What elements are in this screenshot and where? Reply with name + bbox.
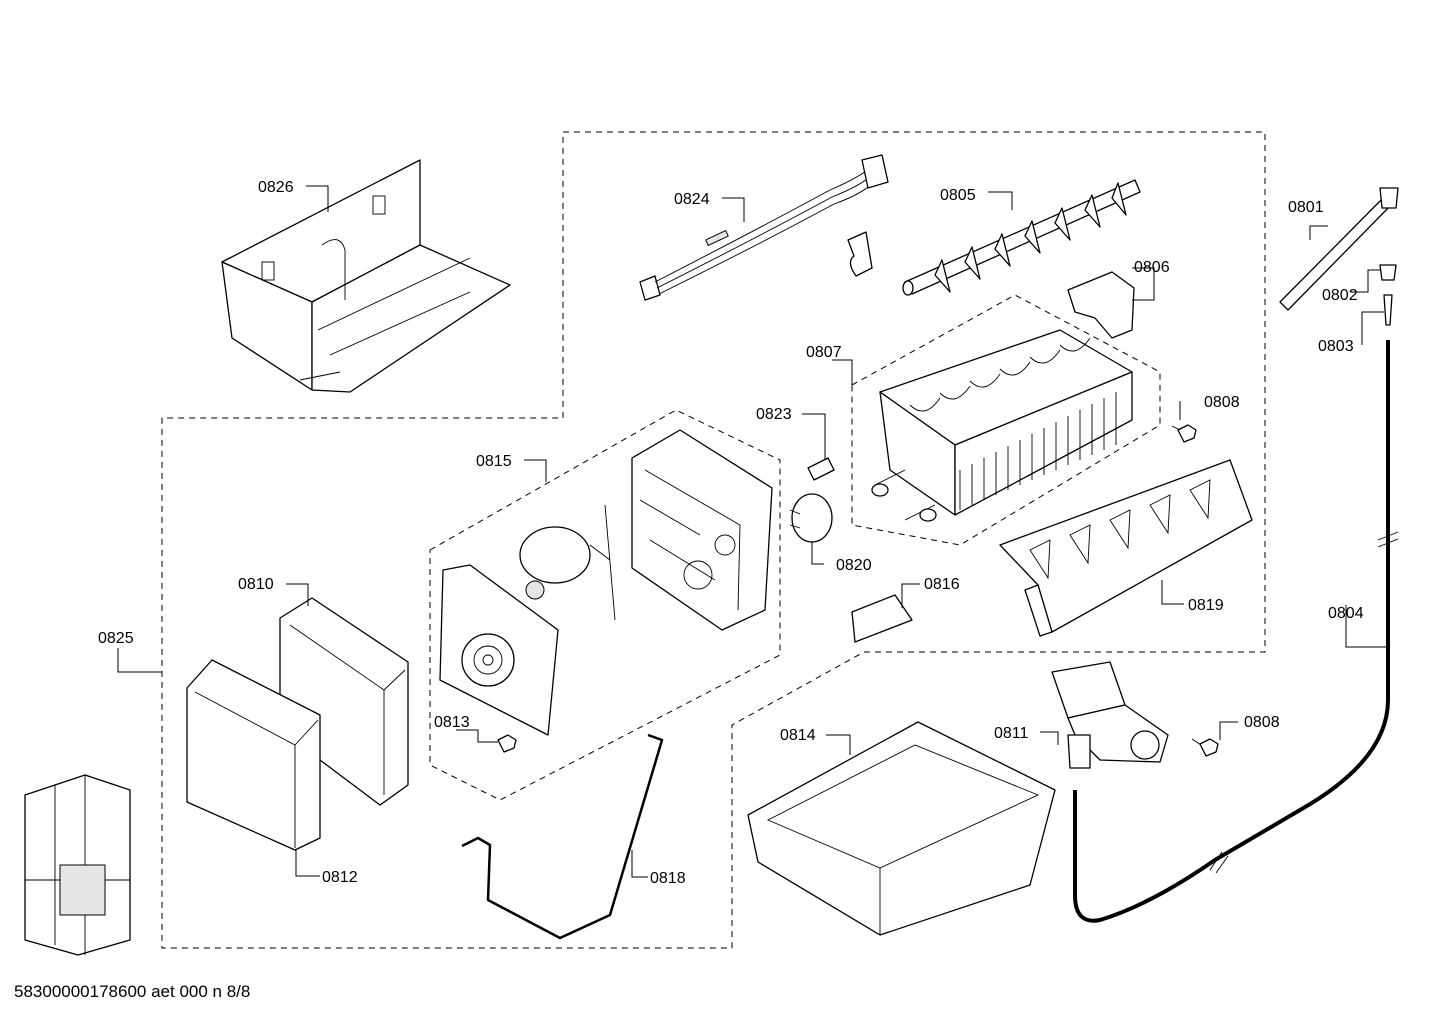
wire-harness-0824: [639, 154, 889, 301]
label-0808-lower: 0808: [1244, 714, 1280, 731]
plug-0820: [789, 493, 833, 543]
mold-bracket-0806: [1067, 271, 1135, 339]
label-0810: 0810: [238, 576, 274, 593]
control-housing-0815: [519, 429, 773, 631]
ice-bin-0814: [747, 721, 1056, 936]
control-plate: [439, 564, 559, 736]
label-0823: 0823: [756, 406, 792, 423]
label-0802: 0802: [1322, 287, 1358, 304]
label-0818: 0818: [650, 870, 686, 887]
label-0813: 0813: [434, 714, 470, 731]
water-tube-assembly: [1073, 187, 1399, 923]
clip-0823: [807, 457, 835, 481]
callout-labels: 0826 0824 0805 0806 0807 0808 0823 0815 …: [98, 179, 1364, 887]
label-0820: 0820: [836, 557, 872, 574]
label-0825: 0825: [98, 630, 134, 647]
label-0814: 0814: [780, 727, 816, 744]
mounting-bracket-0826: [221, 159, 511, 393]
cover-0812: [186, 659, 321, 851]
document-code: 58300000178600 aet 000 n 8/8: [14, 982, 251, 1001]
upper-assembly-boundary: [161, 131, 1266, 949]
screw-0808-lower: [1191, 738, 1219, 757]
label-0801: 0801: [1288, 199, 1324, 216]
label-0806: 0806: [1134, 259, 1170, 276]
label-0804: 0804: [1328, 605, 1364, 622]
label-0815: 0815: [476, 453, 512, 470]
label-0816: 0816: [924, 576, 960, 593]
stripper-0819: [999, 459, 1253, 637]
label-0803: 0803: [1318, 338, 1354, 355]
screw-0813: [497, 734, 517, 753]
label-0807: 0807: [806, 344, 842, 361]
label-0824: 0824: [674, 191, 710, 208]
label-0812: 0812: [322, 869, 358, 886]
label-0819: 0819: [1188, 597, 1224, 614]
leader-lines: [117, 185, 1388, 878]
label-0811: 0811: [994, 725, 1029, 742]
wire-rod-0818: [461, 733, 664, 940]
shield-0816: [851, 594, 913, 643]
screw-0808-upper: [1171, 424, 1197, 443]
ice-mold-0807: [871, 329, 1133, 522]
label-0826: 0826: [258, 179, 294, 196]
label-0808-upper: 0808: [1204, 394, 1240, 411]
water-valve-0811: [1051, 661, 1169, 769]
harness-clip: [847, 231, 873, 277]
ejector-0805: [902, 179, 1141, 296]
label-0805: 0805: [940, 187, 976, 204]
refrigerator-locator-thumbnail: [24, 774, 131, 956]
